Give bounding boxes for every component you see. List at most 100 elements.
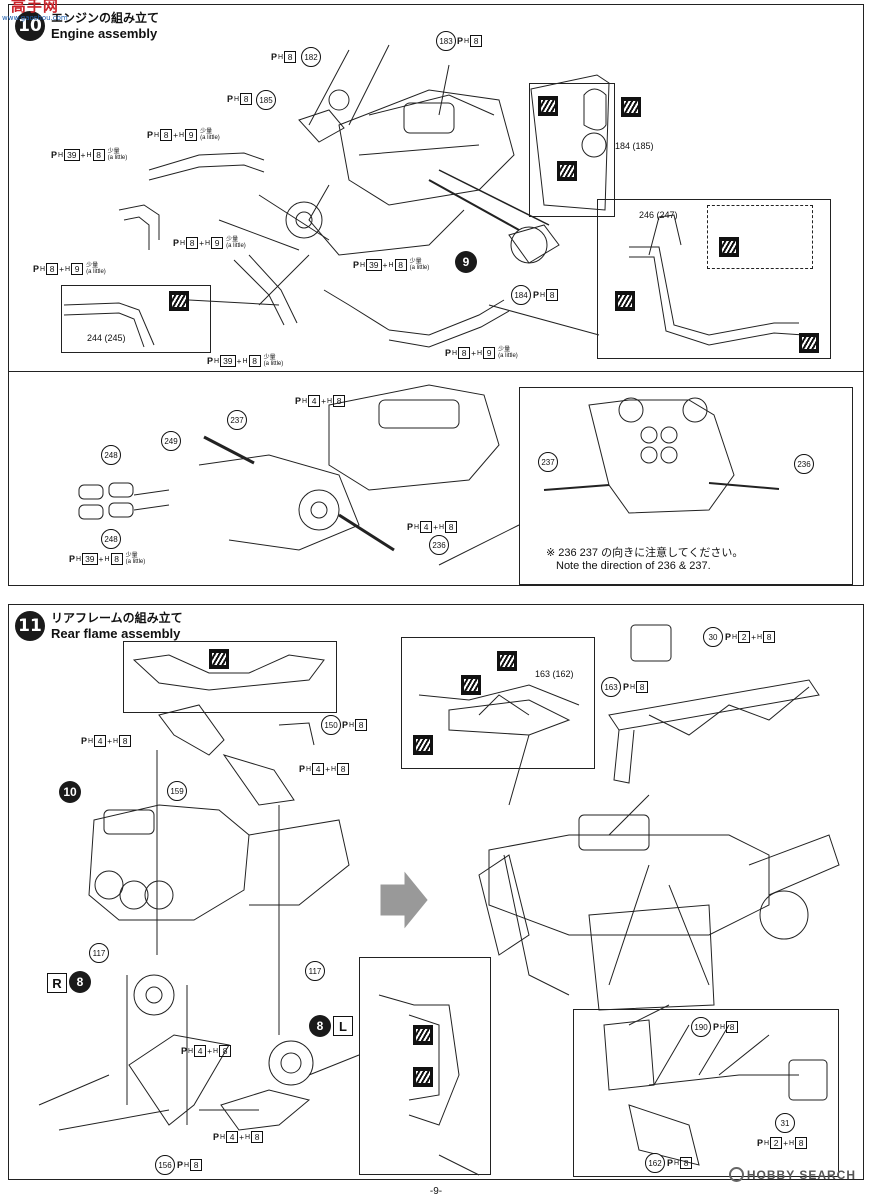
detail-box-246 [597,199,831,359]
part-183: 183 [436,31,456,51]
part-182: 182 [301,47,321,67]
part-117-left: 117 [89,943,109,963]
step-11-title-en: Rear flame assembly [51,626,181,641]
detail-box-184 [529,83,615,217]
part-236: 236 [429,535,449,555]
watermark-url: www.gaoshou.com [2,14,68,22]
part-184-185-label: 184 (185) [615,141,654,151]
cement-icon [413,1025,433,1045]
part-162: 162 [645,1153,665,1173]
step-ref-10: 10 [59,781,81,803]
part-184: 184 [511,285,531,305]
side-label-r: R [47,973,67,993]
cement-icon [169,291,189,311]
step-10-number: 10 [15,11,45,41]
step-11-section: 11 リアフレームの組み立て Rear flame assembly [8,604,864,1180]
part-248-bottom: 248 [101,529,121,549]
cement-icon [461,675,481,695]
cement-icon [497,651,517,671]
side-label-l: L [333,1016,353,1036]
part-236-detail: 236 [794,454,814,474]
step-ref-8-r: 8 [69,971,91,993]
section-divider [9,371,863,372]
step-10-header: 10 エンジンの組み立て Engine assembly [15,11,159,41]
step-ref-9: 9 [455,251,477,273]
cement-icon [615,291,635,311]
detail-inset-247 [707,205,813,269]
step-11-header: 11 リアフレームの組み立て Rear flame assembly [15,611,183,641]
frame-detail-box [401,637,595,769]
watermark-main: 高手网 [10,0,59,15]
part-156: 156 [155,1155,175,1175]
step-11-number: 11 [15,611,45,641]
engine-assembly-diagram [9,5,865,587]
part-246-247-label: 246 (247) [639,210,678,220]
cement-icon [799,333,819,353]
step-10-title-jp: エンジンの組み立て [51,11,160,25]
hobby-search-logo-icon [728,1167,744,1182]
part-117-right: 117 [305,961,325,981]
cement-icon [413,735,433,755]
step-10-section: 10 エンジンの組み立て Engine assembly [8,4,864,586]
cement-icon [557,161,577,181]
detail-box-244 [61,285,211,353]
watermark-logo: 高手网 www.gaoshou.com [2,0,68,24]
cement-icon [209,649,229,669]
part-248-top: 248 [101,445,121,465]
part-237-detail: 237 [538,452,558,472]
direction-note-jp: ※ 236 237 の向きに注意してください。 [546,547,744,559]
part-244-245-label: 244 (245) [87,333,126,343]
part-237: 237 [227,410,247,430]
part-163-162-label: 163 (162) [535,669,574,679]
cement-icon [719,237,739,257]
part-31: 31 [775,1113,795,1133]
part-249: 249 [161,431,181,451]
part-159: 159 [167,781,187,801]
arm-detail-box [123,641,337,713]
part-163: 163 [601,677,621,697]
cement-icon [413,1067,433,1087]
footer-logo-text: HOBBY SEARCH [746,1167,856,1182]
page-number: -9- [429,1186,443,1197]
step-11-title-jp: リアフレームの組み立て [51,611,183,625]
part-185: 185 [256,90,276,110]
part-190: 190 [691,1017,711,1037]
frame-bottom-detail-box [573,1009,839,1177]
rear-frame-diagram [9,605,865,1181]
step-10-title-en: Engine assembly [51,26,158,41]
part-150: 150 [321,715,341,735]
step-ref-8-l: 8 [309,1015,331,1037]
direction-note-box: 237 236 ※ 236 237 の向きに注意してください。 Note the… [519,387,853,585]
cement-icon [538,96,558,116]
direction-note-en: Note the direction of 236 & 237. [556,560,711,572]
footer-logo: HOBBY SEARCH [728,1167,856,1182]
suspension-detail-box [359,957,491,1175]
cement-icon [621,97,641,117]
part-30: 30 [703,627,723,647]
